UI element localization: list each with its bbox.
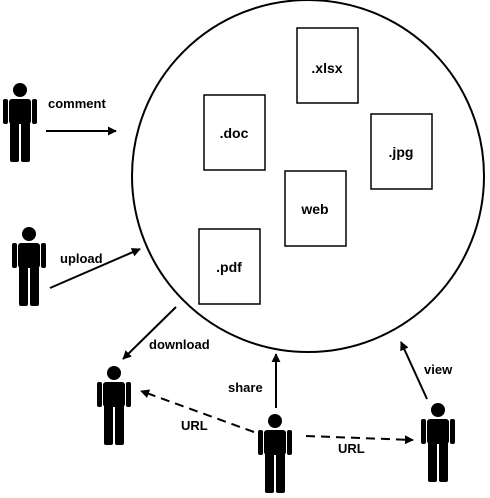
upload-arrow bbox=[49, 248, 141, 289]
comment-label: comment bbox=[48, 96, 106, 111]
doc-pdf[interactable]: .pdf bbox=[198, 228, 261, 305]
download-arrow bbox=[122, 306, 177, 360]
doc-jpg[interactable]: .jpg bbox=[370, 113, 433, 190]
view-label: view bbox=[424, 362, 453, 377]
doc-xlsx[interactable]: .xlsx bbox=[296, 27, 359, 104]
url-label-right: URL bbox=[338, 441, 365, 456]
person-viewer-icon bbox=[421, 403, 455, 482]
doc-web[interactable]: web bbox=[284, 170, 347, 247]
url-arrow-right bbox=[305, 435, 414, 445]
doc-web-label: web bbox=[300, 201, 328, 217]
person-downloader-icon bbox=[97, 366, 131, 445]
doc-doc[interactable]: .doc bbox=[203, 94, 266, 171]
person-uploader-icon bbox=[12, 227, 46, 306]
person-commenter-icon bbox=[3, 83, 37, 162]
url-label-left: URL bbox=[181, 418, 208, 433]
url-arrow-left bbox=[140, 389, 255, 433]
doc-pdf-label: .pdf bbox=[216, 259, 242, 275]
person-sharer-icon bbox=[258, 414, 292, 493]
doc-xlsx-label: .xlsx bbox=[311, 60, 342, 76]
view-arrow bbox=[400, 341, 428, 400]
doc-jpg-label: .jpg bbox=[389, 144, 414, 160]
doc-doc-label: .doc bbox=[220, 125, 249, 141]
download-label: download bbox=[149, 337, 210, 352]
upload-label: upload bbox=[60, 251, 103, 266]
repository-circle bbox=[131, 0, 485, 353]
share-label: share bbox=[228, 380, 263, 395]
